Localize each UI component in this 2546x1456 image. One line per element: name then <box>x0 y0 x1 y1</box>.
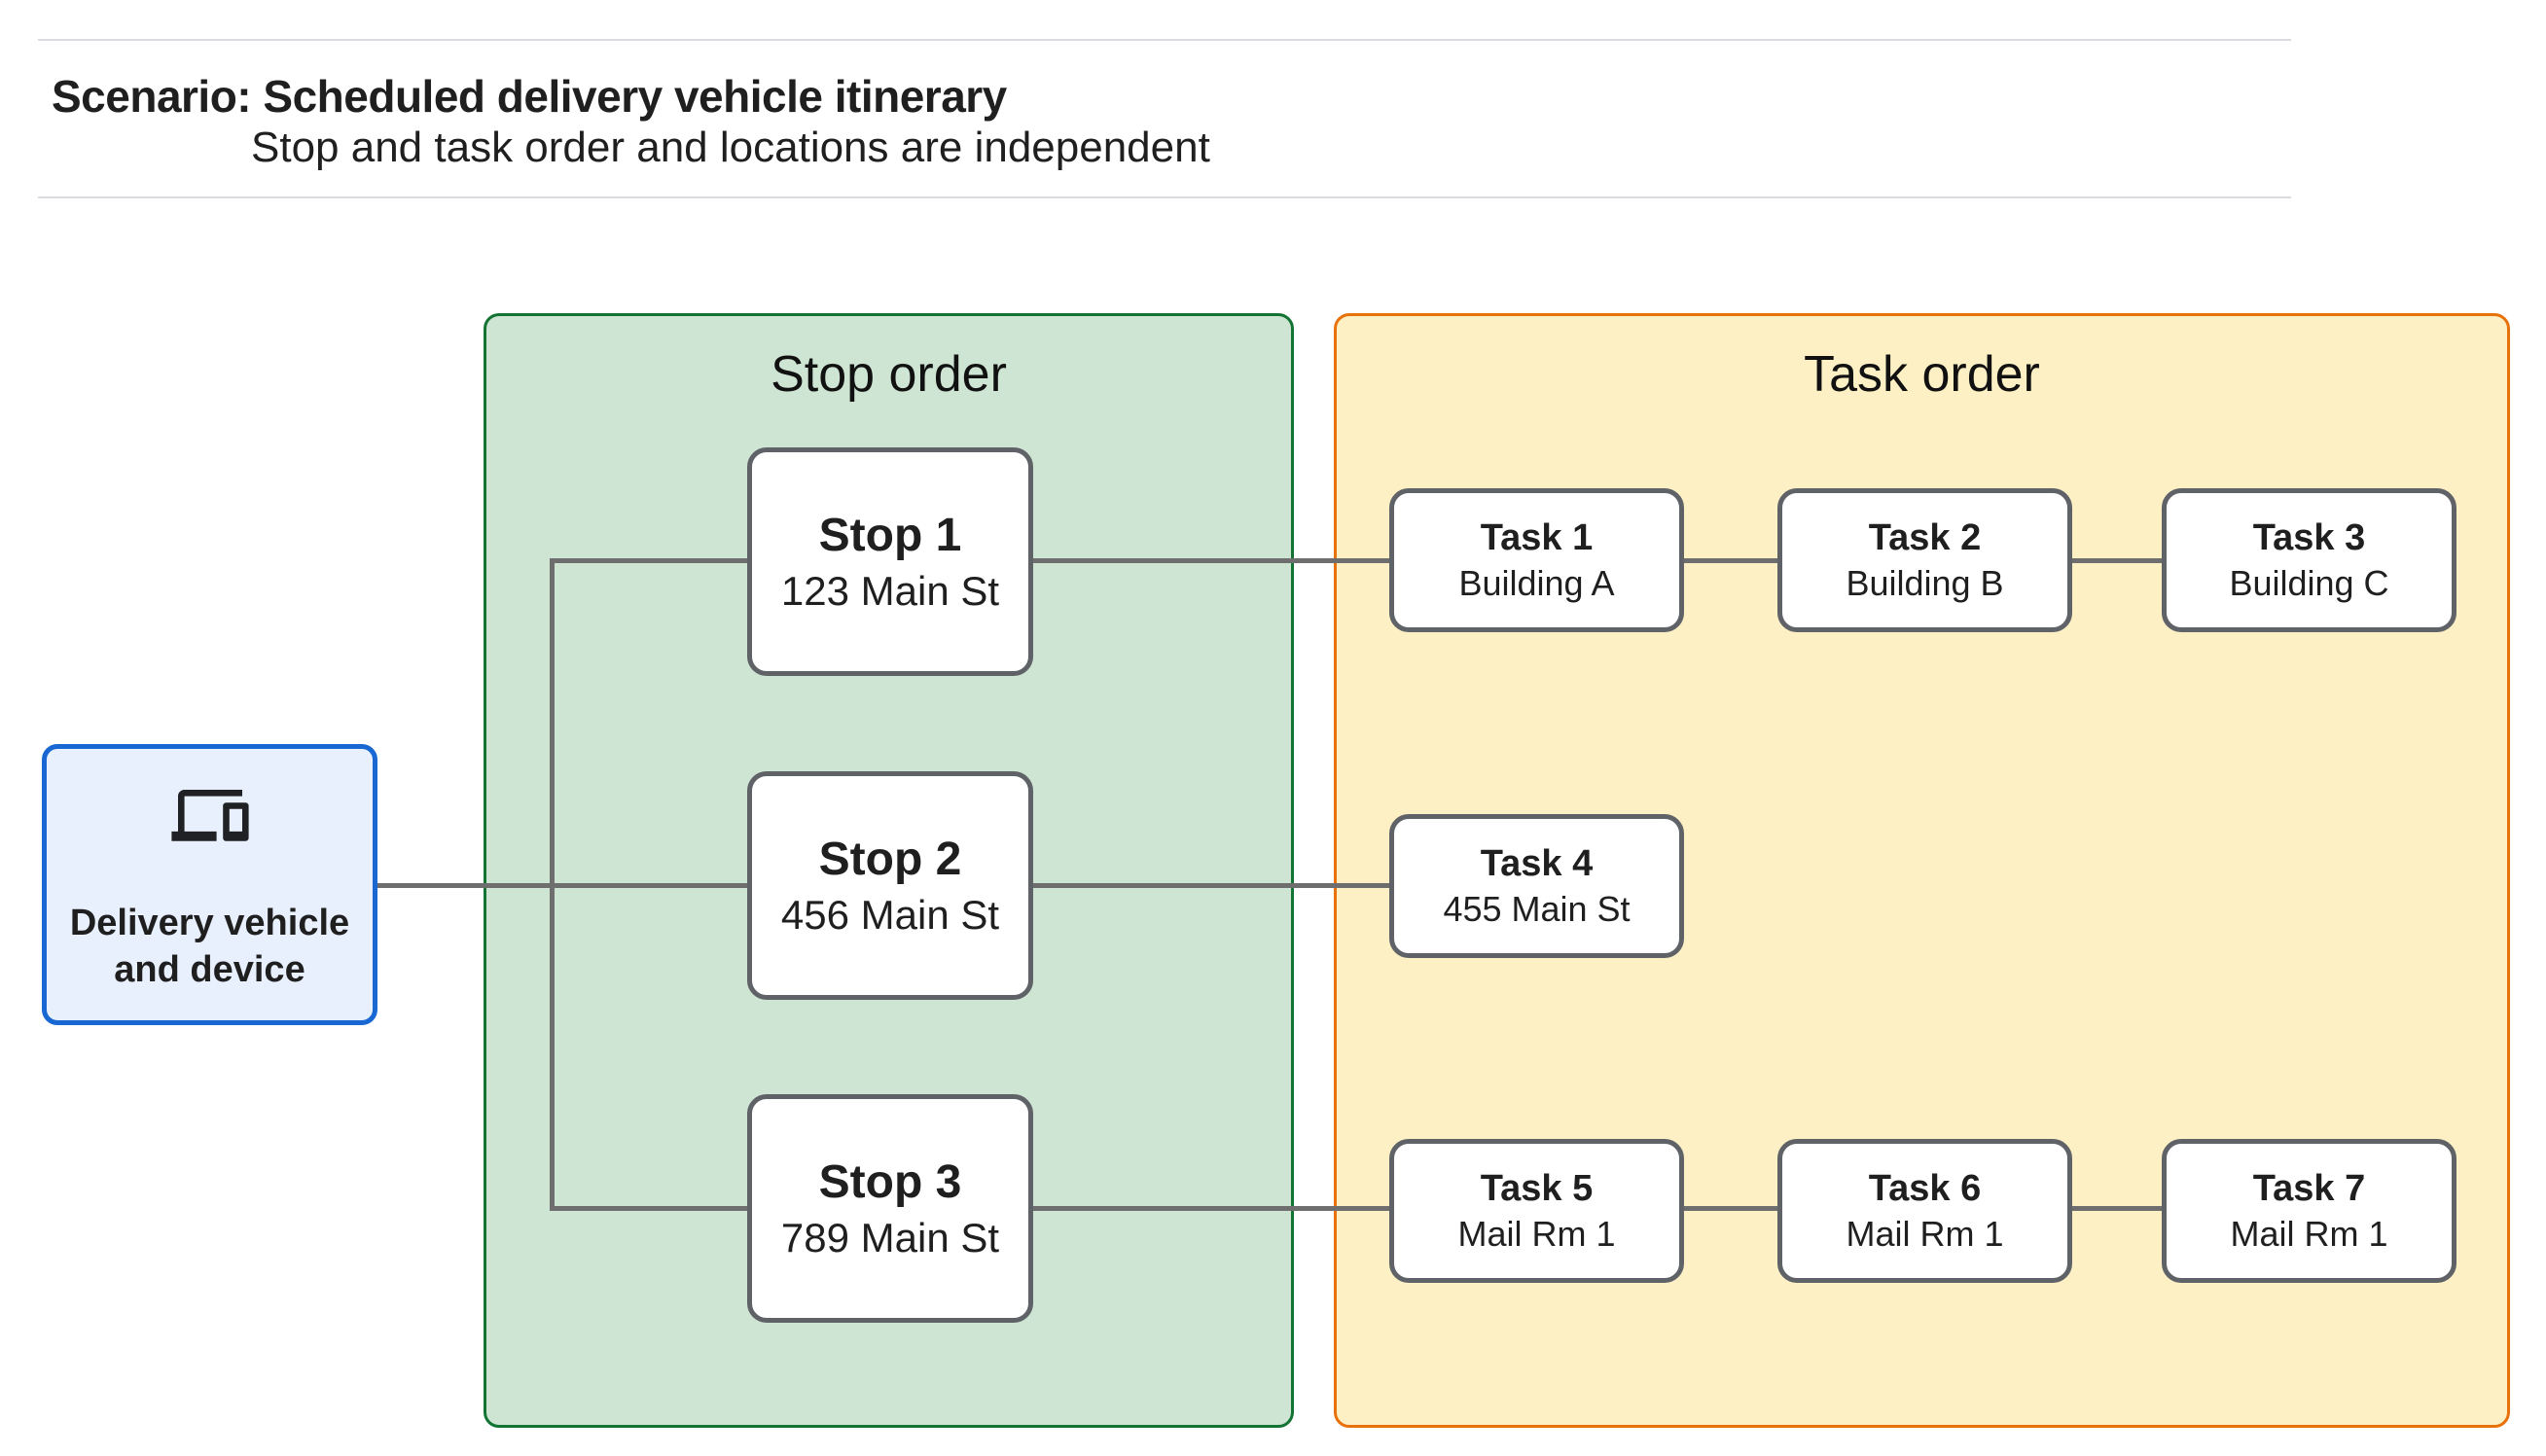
stop-3-location: 789 Main St <box>780 1215 1000 1261</box>
task-1-title: Task 1 <box>1480 516 1594 558</box>
stop-3-node: Stop 3 789 Main St <box>747 1094 1033 1323</box>
task-2-title: Task 2 <box>1868 516 1982 558</box>
task-5-location: Mail Rm 1 <box>1457 1214 1616 1255</box>
stop-2-node: Stop 2 456 Main St <box>747 771 1033 1000</box>
stop-2-location: 456 Main St <box>780 892 1000 939</box>
task-4-location: 455 Main St <box>1443 889 1631 930</box>
task-1-node: Task 1 Building A <box>1389 488 1684 632</box>
connector-branch-to-stop3 <box>550 1206 747 1211</box>
connector-delivery-to-stop2 <box>377 883 747 888</box>
connector-stop-trunk <box>550 558 555 1211</box>
task-3-title: Task 3 <box>2252 516 2366 558</box>
task-5-node: Task 5 Mail Rm 1 <box>1389 1139 1684 1283</box>
task-3-node: Task 3 Building C <box>2162 488 2456 632</box>
connector-branch-to-stop1 <box>550 558 747 563</box>
task-5-title: Task 5 <box>1480 1167 1594 1209</box>
connector-stop3-to-task5 <box>1033 1206 1389 1211</box>
header-divider <box>38 196 2291 198</box>
connector-stop1-to-task1 <box>1033 558 1389 563</box>
connector-task1-to-task2 <box>1683 558 1777 563</box>
connector-stop2-to-task4 <box>1033 883 1389 888</box>
task-6-location: Mail Rm 1 <box>1846 1214 2004 1255</box>
task-6-node: Task 6 Mail Rm 1 <box>1777 1139 2072 1283</box>
stop-1-node: Stop 1 123 Main St <box>747 447 1033 676</box>
top-divider <box>38 39 2291 41</box>
delivery-vehicle-node: Delivery vehicle and device <box>42 744 377 1025</box>
stop-1-location: 123 Main St <box>780 568 1000 615</box>
task-4-node: Task 4 455 Main St <box>1389 814 1684 958</box>
task-2-location: Building B <box>1846 563 2004 604</box>
task-7-node: Task 7 Mail Rm 1 <box>2162 1139 2456 1283</box>
connector-task6-to-task7 <box>2070 1206 2162 1211</box>
stop-1-title: Stop 1 <box>818 509 962 561</box>
task-7-location: Mail Rm 1 <box>2230 1214 2388 1255</box>
connector-task2-to-task3 <box>2070 558 2162 563</box>
page-title: Scenario: Scheduled delivery vehicle iti… <box>52 71 1007 122</box>
task-4-title: Task 4 <box>1480 842 1594 884</box>
task-6-title: Task 6 <box>1868 1167 1982 1209</box>
stop-order-panel-title: Stop order <box>771 346 1007 403</box>
devices-icon <box>170 790 249 841</box>
delivery-vehicle-label: Delivery vehicle and device <box>69 903 350 990</box>
task-1-location: Building A <box>1458 563 1615 604</box>
task-7-title: Task 7 <box>2252 1167 2366 1209</box>
task-order-panel-title: Task order <box>1804 346 2040 403</box>
task-2-node: Task 2 Building B <box>1777 488 2072 632</box>
stop-2-title: Stop 2 <box>818 833 962 885</box>
connector-task5-to-task6 <box>1683 1206 1777 1211</box>
page-subtitle: Stop and task order and locations are in… <box>251 124 1210 171</box>
task-3-location: Building C <box>2229 563 2389 604</box>
stop-3-title: Stop 3 <box>818 1155 962 1208</box>
